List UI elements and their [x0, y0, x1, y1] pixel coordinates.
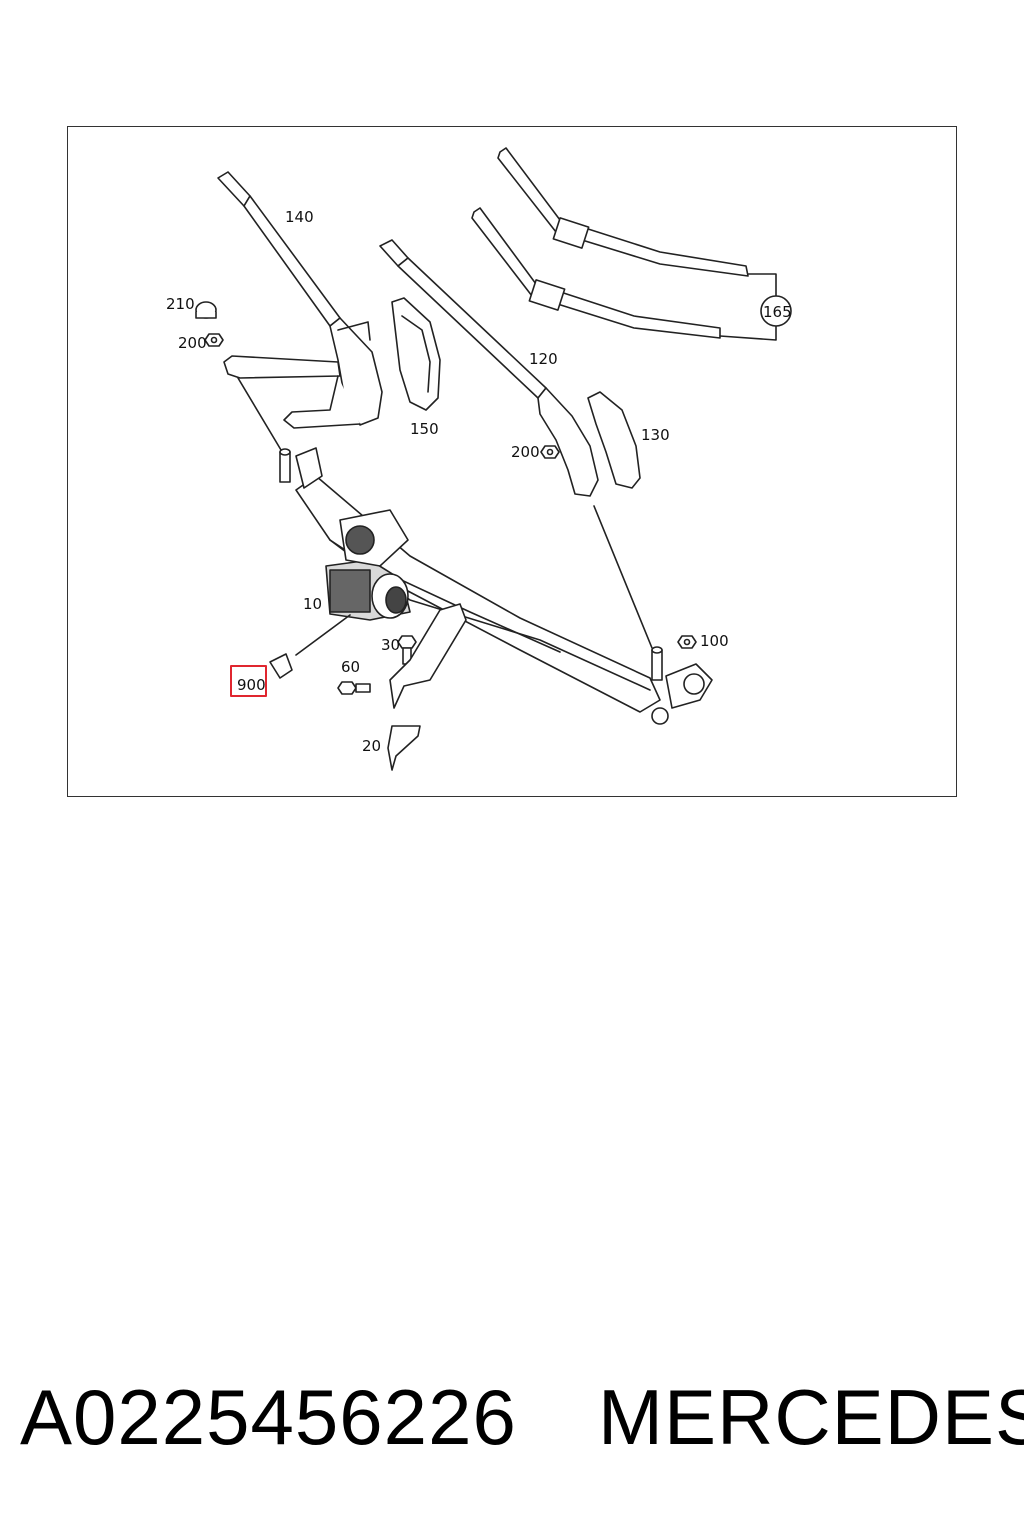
callout-200-left: 200: [178, 334, 207, 352]
callout-30: 30: [381, 636, 400, 654]
callout-140: 140: [285, 208, 314, 226]
highlight-box-900: [230, 665, 267, 697]
callout-900: 900: [237, 676, 266, 694]
callout-165: 165: [763, 303, 792, 321]
connector-900[interactable]: [269, 653, 293, 679]
wiper-arm-120[interactable]: [379, 239, 599, 497]
arm-cover-150[interactable]: [391, 297, 441, 411]
cap-210[interactable]: [195, 301, 217, 319]
bolt-60[interactable]: [337, 681, 371, 695]
nut-200-left[interactable]: [204, 333, 224, 347]
diagram-frame: [67, 126, 957, 797]
callout-circle-165: [760, 295, 792, 327]
brand-name: MERCEDES: [598, 1373, 1024, 1461]
nut-100[interactable]: [677, 635, 697, 649]
wiper-motor-10[interactable]: [295, 509, 411, 656]
callout-60: 60: [341, 658, 360, 676]
callout-150: 150: [410, 420, 439, 438]
callout-100: 100: [700, 632, 729, 650]
callout-120: 120: [529, 350, 558, 368]
bracket-20[interactable]: [387, 603, 467, 771]
leader-line-120: [593, 505, 653, 649]
wiper-blade-upper[interactable]: [497, 147, 749, 277]
callout-210: 210: [166, 295, 195, 313]
arm-cover-130[interactable]: [587, 391, 641, 489]
callout-130: 130: [641, 426, 670, 444]
part-number: A0225456226: [20, 1373, 517, 1461]
callout-10: 10: [303, 595, 322, 613]
nut-200-right[interactable]: [540, 445, 560, 459]
connecting-rod: [223, 355, 361, 456]
callout-20: 20: [362, 737, 381, 755]
wiper-linkage-diagram: 140 210 200 150 120 165 130 200 10 30 10…: [166, 147, 792, 771]
wiper-blade-lower[interactable]: [471, 207, 721, 339]
callout-200-right: 200: [511, 443, 540, 461]
